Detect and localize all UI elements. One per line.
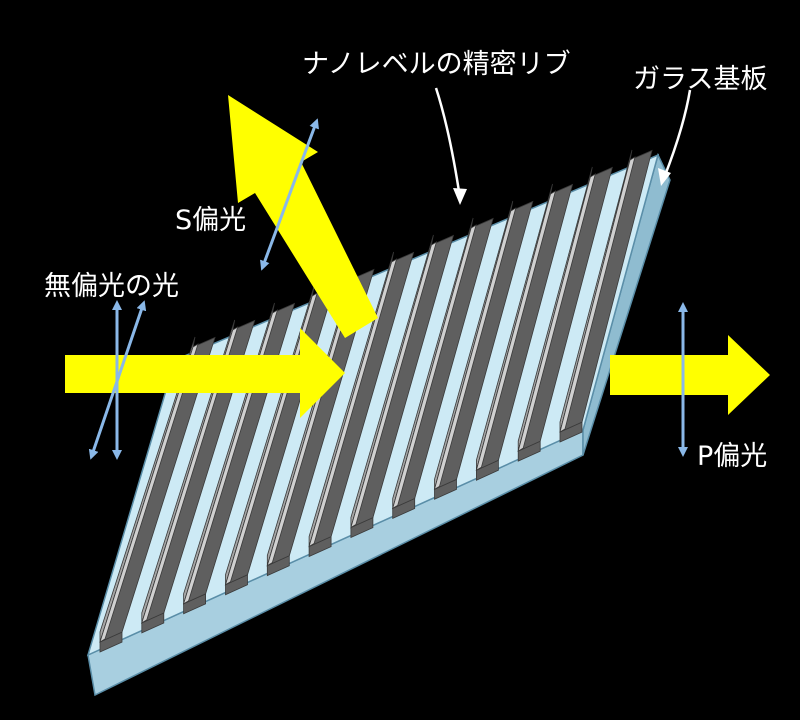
label-nano-ribs: ナノレベルの精密リブ [302, 49, 571, 80]
transmitted-arrow [610, 335, 770, 415]
glass-pointer-arrow [658, 89, 692, 186]
rib-top-face [475, 190, 557, 472]
rib-top-face [517, 173, 596, 452]
rib-top-face [350, 241, 438, 529]
label-unpolarized-light: 無偏光の光 [44, 271, 179, 302]
label-s-polarized: S偏光 [175, 205, 247, 236]
rib-top-face [559, 156, 636, 433]
rib-pointer-arrow [434, 87, 467, 205]
rib-top-face [141, 326, 239, 624]
rib-top-face [99, 343, 199, 643]
glass-substrate [86, 152, 671, 697]
label-glass-substrate: ガラス基板 [633, 64, 768, 95]
incident-arrow [65, 328, 345, 418]
s-polarization-arrow [260, 118, 319, 271]
rib-top-face [392, 224, 477, 510]
unpolarized-diagonal-arrow [88, 300, 147, 460]
label-p-polarized: P偏光 [697, 441, 768, 472]
reflected-arrow [228, 95, 378, 338]
rib-top-face [433, 207, 517, 491]
rib-top-face [308, 258, 398, 548]
